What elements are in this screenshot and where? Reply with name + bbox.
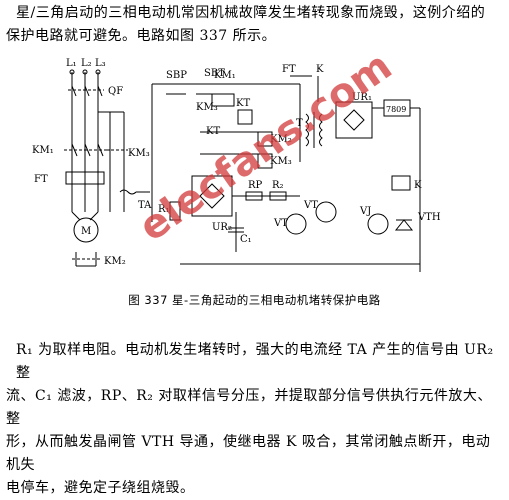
label-ft-contact: FT (282, 64, 296, 75)
label-rp: RP (248, 180, 263, 191)
sampling-network (180, 191, 420, 265)
label-km2-main: KM₂ (104, 256, 126, 267)
relay-k (391, 175, 411, 191)
contactor-km3-contacts (98, 111, 128, 212)
intro-line-2: 保护电路就可避免。电路如图 337 所示。 (6, 28, 277, 44)
label-vj: VJ (359, 206, 371, 217)
label-k-coil: K (414, 180, 422, 191)
label-k-contact: K (316, 64, 324, 75)
ft-k-contacts (290, 75, 319, 102)
body-line-1: R₁ 为取样电阻。电动机发生堵转时，强大的电流经 TA 产生的信号由 UR₂ 整 (16, 342, 494, 381)
watermark: elecfans.com (131, 52, 400, 251)
body-line-2: 流、C₁ 滤波，RP、R₂ 对取样信号分压，并提取部分信号供执行元件放大、整 (6, 388, 492, 427)
control-circuit (151, 83, 301, 222)
label-7809: 7809 (386, 105, 406, 114)
label-km2-coil: KM₂ (270, 134, 292, 145)
resistor-r1 (169, 201, 181, 221)
transformer-t (305, 112, 323, 148)
label-kt-contact: KT (206, 126, 220, 137)
thermal-relay-ft (65, 171, 105, 185)
bridge-ur1 (335, 101, 373, 139)
label-ur1: UR₁ (352, 92, 372, 103)
label-ta: TA (138, 200, 152, 211)
label-r2: R₂ (272, 180, 284, 191)
label-c1: C₁ (240, 234, 252, 245)
page: 星/三角启动的三相电动机常因机械故障发生堵转现象而烧毁，这例介绍的 保护电路就可… (6, 2, 503, 496)
label-l1: L₁ (66, 58, 77, 69)
supply-lines (69, 69, 101, 212)
label-kt-coil: KT (236, 98, 250, 109)
body-paragraph: R₁ 为取样电阻。电动机发生堵转时，强大的电流经 TA 产生的信号由 UR₂ 整… (6, 339, 503, 500)
label-km3-coil: KM₃ (270, 156, 292, 167)
label-sbp: SBP (166, 70, 187, 81)
contactor-km1-contacts (64, 143, 110, 157)
label-vth: VTH (417, 212, 441, 223)
intro-line-1: 星/三角启动的三相电动机常因机械故障发生堵转现象而烧毁，这例介绍的 (16, 5, 486, 21)
label-km3-aux: KM₃ (196, 102, 218, 113)
motor (71, 211, 99, 243)
label-sbt: SBT (204, 68, 225, 79)
body-line-3: 形，从而触发晶闸管 VTH 导通，使继电器 K 吸合，其常闭触点断开，电动机失 (6, 434, 491, 473)
label-ur2: UR₂ (212, 222, 232, 233)
label-km1-main: KM₁ (32, 145, 54, 156)
label-l3: L₃ (95, 58, 106, 69)
label-motor: M (81, 226, 91, 237)
label-km3-main: KM₃ (128, 148, 150, 159)
intro-paragraph: 星/三角启动的三相电动机常因机械故障发生堵转现象而烧毁，这例介绍的 保护电路就可… (6, 2, 503, 48)
label-vt-1: VT (273, 218, 288, 229)
current-transformer-ta (119, 189, 150, 195)
label-ft-main: FT (34, 174, 48, 185)
label-l2: L₂ (81, 58, 92, 69)
circuit-diagram: L₁ L₂ L₃ QF KM₁ KM₃ FT (32, 52, 441, 272)
body-line-4: 电停车，避免定子绕组烧毁。 (6, 480, 195, 496)
breaker-qf (68, 85, 104, 97)
label-km1-aux: KM₁ (214, 70, 236, 81)
figure-caption: 图 337 星-三角起动的三相电动机堵转保护电路 (128, 293, 381, 307)
label-r1: R₁ (158, 204, 170, 215)
contactor-km2-contacts (72, 252, 100, 267)
label-qf: QF (108, 86, 123, 97)
vj-vth (367, 213, 414, 235)
label-t: T (296, 118, 303, 129)
label-vt-2: VT (303, 200, 318, 211)
regulator-7809 (372, 99, 421, 272)
transistors-vt (285, 201, 337, 235)
